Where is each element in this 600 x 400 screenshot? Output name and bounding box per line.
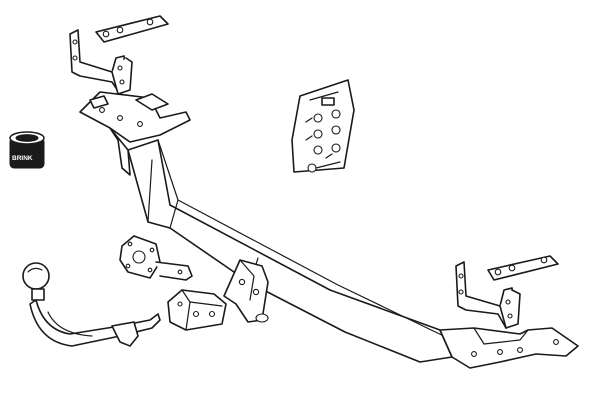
cap-brand-label: BRINK <box>12 155 33 162</box>
bolt-kit-packet <box>291 79 355 173</box>
top-left-strap-plate <box>95 15 169 43</box>
right-strap-plate <box>487 255 559 281</box>
socket-plate <box>119 235 193 281</box>
right-side-bracket <box>455 261 521 329</box>
left-end-plate <box>79 91 191 176</box>
centre-drop-bracket <box>223 259 269 323</box>
top-left-side-bracket <box>69 29 133 95</box>
right-end-plate <box>439 327 579 369</box>
towball-clamp-block <box>167 289 227 331</box>
rubber-cap: BRINK <box>9 131 45 169</box>
towball-neck <box>22 262 161 347</box>
main-crossbeam <box>127 139 453 363</box>
